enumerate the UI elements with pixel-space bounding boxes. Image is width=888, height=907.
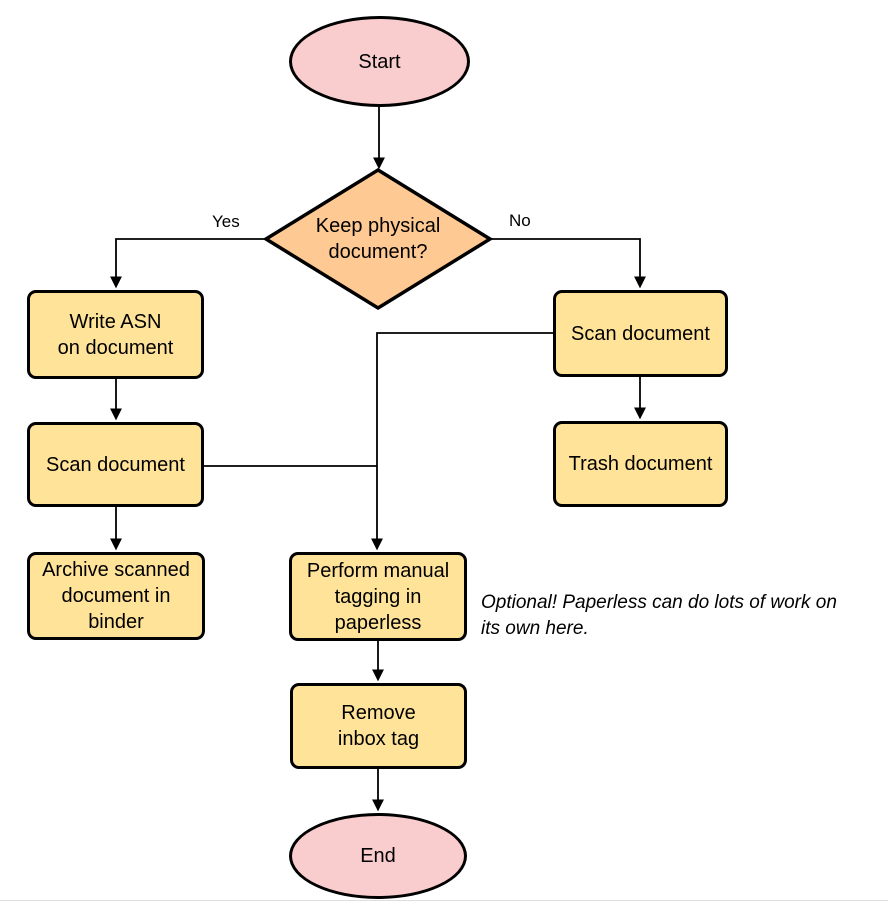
node-write-asn: Write ASN on document	[27, 290, 204, 379]
node-start: Start	[289, 16, 470, 107]
node-remove-inbox-tag: Remove inbox tag	[290, 683, 467, 769]
node-scan-document-right: Scan document	[553, 290, 728, 377]
optional-note: Optional! Paperless can do lots of work …	[481, 592, 837, 639]
edge-decision-yes-to-write-asn	[110, 238, 266, 289]
node-end: End	[289, 813, 467, 899]
node-scan-document-left: Scan document	[27, 422, 204, 507]
edge-decision-no-to-scan-right	[490, 238, 646, 289]
canvas-bottom-border	[0, 900, 888, 901]
node-archive-scanned: Archive scanned document in binder	[27, 552, 205, 640]
edge-scan-right-to-tagging	[371, 332, 553, 551]
node-trash-document: Trash document	[553, 421, 728, 507]
node-decision-label: Keep physical document?	[315, 215, 441, 263]
decision-diamond-shape	[262, 167, 494, 311]
edge-label-no: No	[509, 211, 531, 230]
edge-label-yes: Yes	[212, 212, 240, 231]
node-manual-tagging: Perform manual tagging in paperless	[289, 552, 467, 641]
